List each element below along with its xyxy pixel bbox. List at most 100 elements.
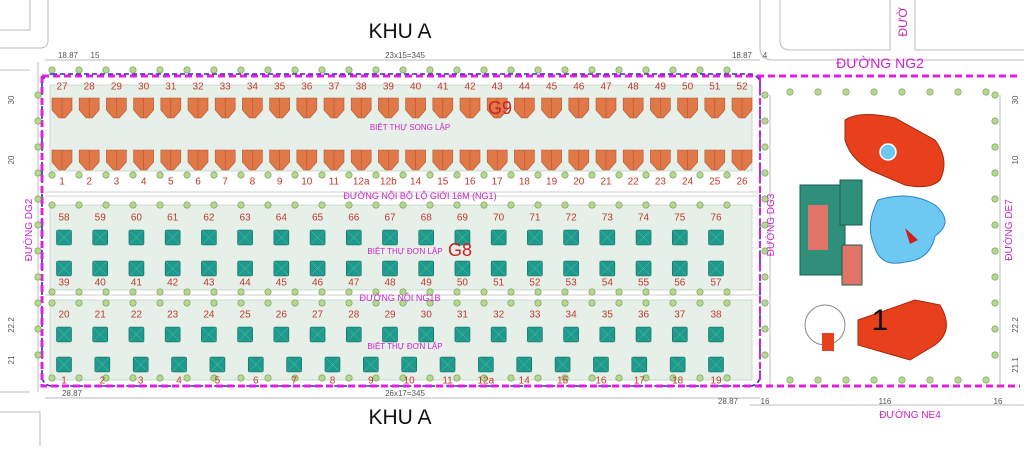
tree: [814, 88, 822, 96]
single-villa: [516, 356, 533, 373]
dim-right-b: 10: [1011, 155, 1020, 164]
twin-villa: [459, 149, 481, 171]
tree: [102, 201, 110, 209]
tree: [399, 374, 407, 382]
single-villa: [635, 326, 652, 343]
road-ng2-label: ĐƯỜNG NG2: [836, 55, 924, 71]
dim-bottom-left: 28.87: [62, 389, 83, 398]
single-villa: [527, 260, 543, 277]
tree: [210, 288, 218, 296]
single-villa-ridge: [708, 260, 724, 277]
tree: [372, 374, 380, 382]
twin-villa: [242, 149, 263, 171]
clubhouse-wing: [839, 179, 863, 226]
tree: [372, 66, 380, 74]
tree: [48, 299, 56, 307]
tree: [926, 88, 934, 96]
single-villa-ridge: [309, 229, 326, 246]
tree: [696, 201, 704, 209]
road-dg3-label: ĐƯỜNG DG3: [764, 193, 777, 256]
single-villa: [273, 260, 290, 277]
single-villa-ridge: [201, 229, 217, 246]
tree: [264, 171, 272, 179]
tree: [345, 201, 353, 209]
lot-number: 57: [710, 278, 722, 289]
single-villa: [273, 229, 290, 246]
twin-villa: [650, 97, 671, 119]
tree: [669, 201, 677, 209]
tree: [696, 66, 704, 74]
twin-villa: [296, 97, 318, 119]
lot-number: 65: [312, 213, 324, 224]
twin-villa: [187, 97, 209, 119]
lot-number: 33: [220, 82, 232, 93]
tree: [507, 299, 515, 307]
single-villa: [635, 229, 652, 246]
tree: [183, 201, 191, 209]
lot-number: 24: [682, 177, 694, 188]
tree: [372, 288, 380, 296]
lot-number: 35: [274, 82, 286, 93]
twin-villa: [568, 97, 590, 119]
tree: [991, 273, 999, 281]
lot-number: 18: [672, 376, 684, 387]
twin-villa: [214, 97, 236, 119]
dim-top-left-a: 18.87: [58, 51, 79, 60]
single-villa: [171, 356, 187, 373]
single-villa-ridge: [128, 326, 145, 343]
lot-number: 43: [492, 82, 504, 93]
tree: [761, 143, 769, 151]
single-villa-ridge: [309, 260, 326, 277]
lot-number: 49: [421, 278, 433, 289]
single-villa-ridge: [454, 229, 471, 246]
twin-villa: [405, 97, 426, 119]
twin-villa: [704, 97, 726, 119]
single-villa: [439, 356, 456, 373]
single-villa: [382, 326, 398, 343]
tree: [991, 247, 999, 255]
tree: [453, 288, 461, 296]
tree: [561, 66, 569, 74]
tree: [34, 195, 42, 203]
lot-number: 56: [674, 278, 686, 289]
single-villa: [599, 229, 616, 246]
tree: [761, 325, 769, 333]
single-villa-ridge: [454, 326, 471, 343]
twin-villa: [296, 149, 318, 171]
tree: [480, 171, 488, 179]
single-villa: [201, 326, 217, 343]
tree: [237, 171, 245, 179]
single-villa: [593, 356, 609, 373]
tree: [426, 374, 434, 382]
single-villa-ridge: [599, 326, 616, 343]
tree: [761, 169, 769, 177]
tree: [75, 171, 83, 179]
tree: [696, 299, 704, 307]
tree: [761, 221, 769, 229]
single-villa: [490, 229, 507, 246]
tree: [291, 374, 299, 382]
road-top-vertical-label: ĐƯỜ: [895, 7, 910, 37]
tree: [480, 374, 488, 382]
lot-number: 75: [674, 213, 686, 224]
tree: [34, 247, 42, 255]
single-villa: [56, 326, 72, 343]
lot-number: 28: [348, 310, 360, 321]
single-villa: [631, 356, 648, 373]
lot-number: 6: [253, 376, 259, 387]
twin-villa: [51, 149, 73, 171]
tree: [129, 374, 137, 382]
tree: [156, 201, 164, 209]
twin-villa: [486, 97, 508, 119]
lot-number: 20: [573, 177, 585, 188]
single-villa-ridge: [708, 356, 724, 373]
tree: [34, 169, 42, 177]
single-villa: [363, 356, 379, 373]
single-villa: [563, 326, 579, 343]
tree: [991, 299, 999, 307]
lot-number: 27: [56, 82, 68, 93]
tree: [210, 66, 218, 74]
tree: [48, 66, 56, 74]
tree: [291, 299, 299, 307]
